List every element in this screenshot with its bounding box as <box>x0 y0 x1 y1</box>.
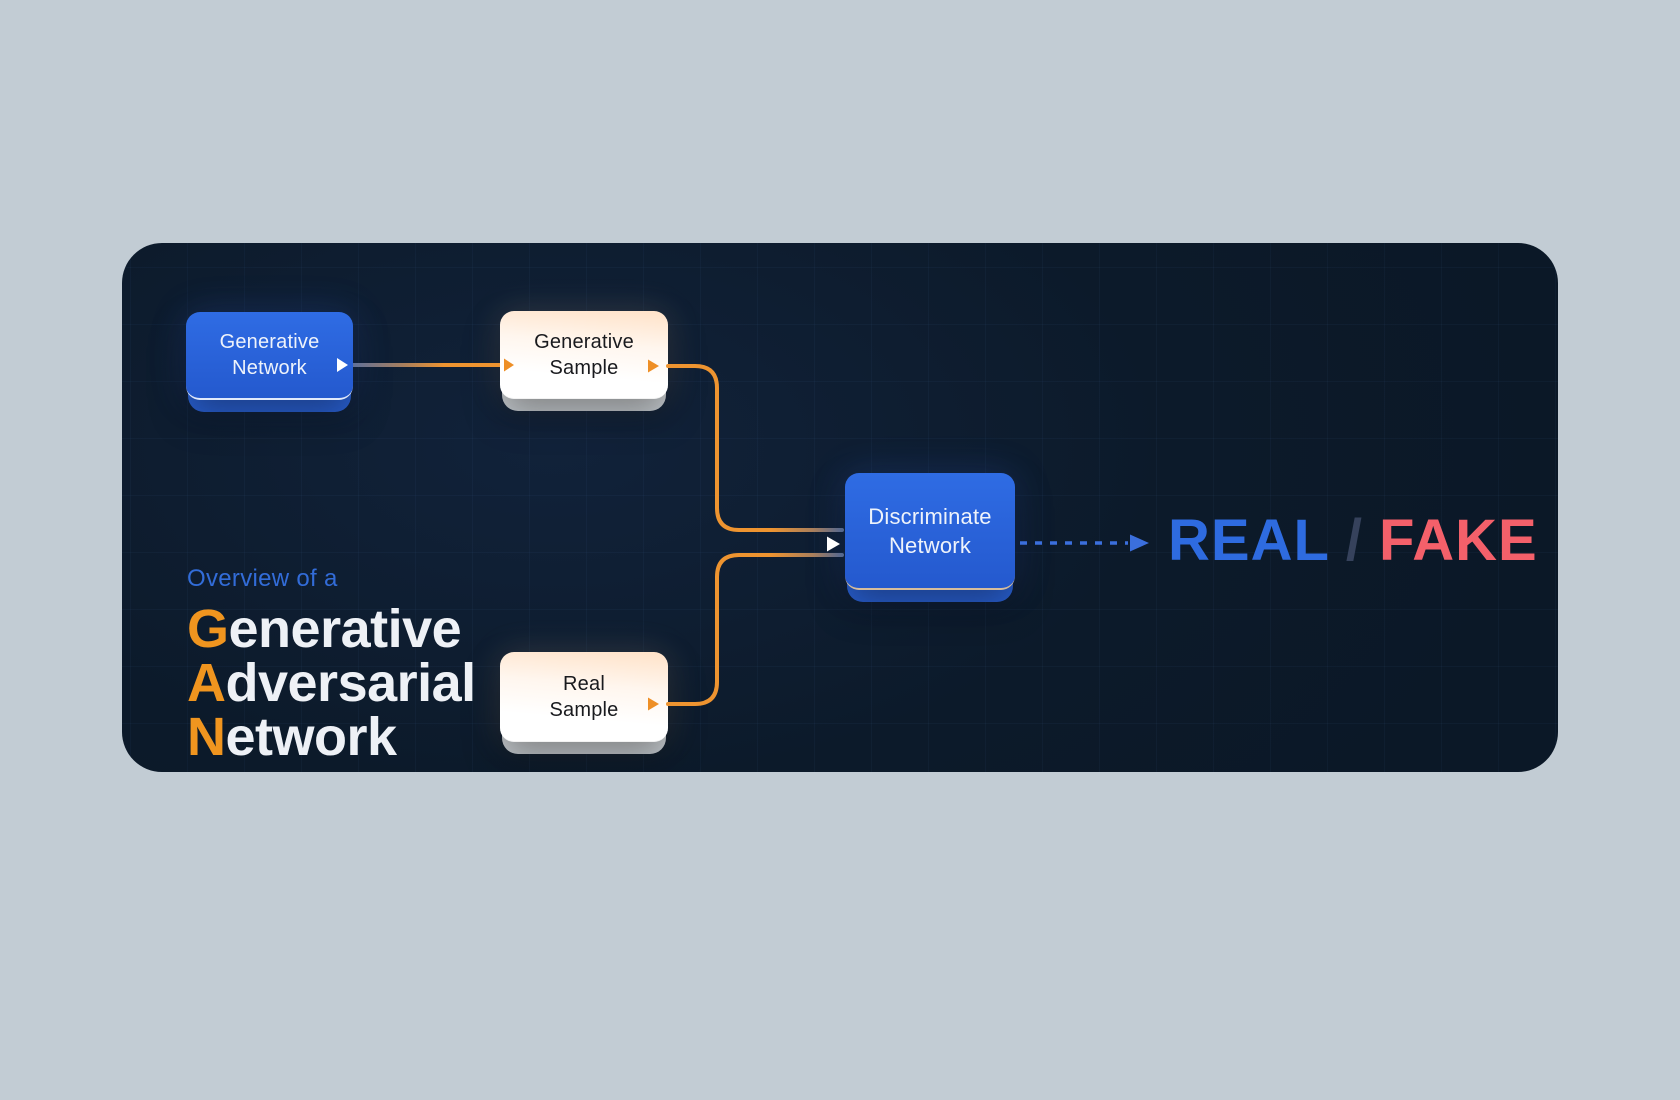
title-line-network: Network <box>187 710 476 764</box>
output-label-real: REAL <box>1168 508 1330 573</box>
node-label-line1: Generative <box>534 330 634 353</box>
node-label-line2: Network <box>232 357 307 379</box>
title-line-adversarial: Adversarial <box>187 656 476 710</box>
node-face: Generative Network <box>186 312 353 400</box>
output-row: REAL / FAKE <box>1168 512 1538 570</box>
output-slash: / <box>1345 508 1364 573</box>
node-face: Discriminate Network <box>845 473 1015 590</box>
lead-letter: A <box>187 653 226 713</box>
lead-letter: G <box>187 599 229 659</box>
node-label-line1: Discriminate <box>868 503 992 529</box>
diagram-panel: Generative Network Generative Sample Rea… <box>122 243 1558 772</box>
lead-letter: N <box>187 707 226 767</box>
node-face: Real Sample <box>500 652 668 742</box>
node-label-line2: Sample <box>549 356 619 379</box>
title-line-rest: etwork <box>225 707 398 767</box>
output-label-fake: FAKE <box>1379 508 1538 573</box>
node-real-sample: Real Sample <box>500 652 668 754</box>
node-face: Generative Sample <box>500 311 668 399</box>
title-lines: Generative Adversarial Network <box>187 602 476 764</box>
title-line-rest: enerative <box>228 599 462 659</box>
node-label-line2: Network <box>888 532 972 558</box>
gan-title-block: Overview of a Generative Adversarial Net… <box>187 565 476 764</box>
title-line-generative: Generative <box>187 602 476 656</box>
node-generative-sample: Generative Sample <box>500 311 668 411</box>
title-line-rest: dversarial <box>225 653 477 713</box>
node-discriminate-network: Discriminate Network <box>845 473 1015 602</box>
node-label-line1: Real <box>563 672 605 695</box>
title-eyebrow: Overview of a <box>187 565 338 592</box>
node-label-line1: Generative <box>219 331 320 353</box>
node-generative-network: Generative Network <box>186 312 353 412</box>
node-label-line2: Sample <box>549 698 619 721</box>
